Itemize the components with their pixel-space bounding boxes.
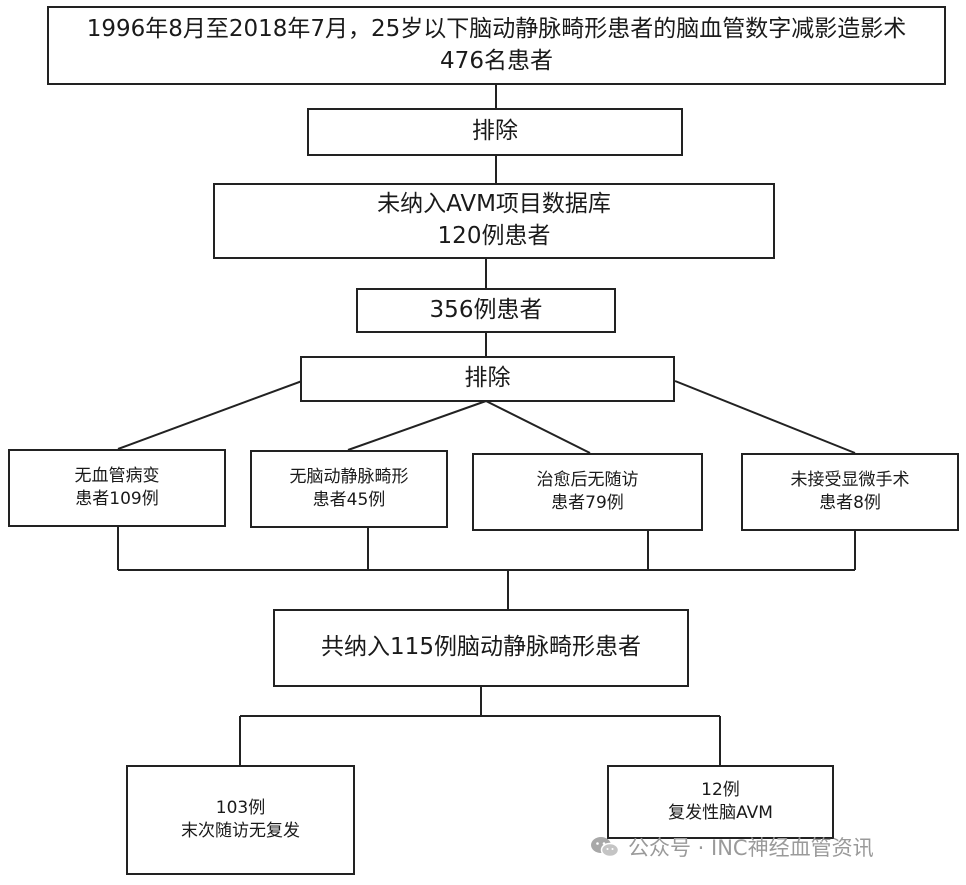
exclusion-reason-line1: 治愈后无随访 [536,469,639,490]
exclusion-no-followup-box: 治愈后无随访 患者79例 [472,453,703,531]
exclusion-reason-line2: 患者79例 [551,493,624,513]
exclusion-reason-line1: 无血管病变 [74,465,160,486]
initial-patients-box: 1996年8月至2018年7月，25岁以下脑动静脉畸形患者的脑血管数字减影造影术… [47,6,946,85]
exclusion-no-lesion-box: 无血管病变 患者109例 [8,449,226,527]
outcome-label: 末次随访无复发 [181,821,300,841]
watermark: 公众号 · INC神经血管资讯 [590,832,874,862]
remaining-patients-box: 356例患者 [356,288,616,333]
included-patients-box: 共纳入115例脑动静脉畸形患者 [273,609,689,687]
exclusion-no-microsurgery-box: 未接受显微手术 患者8例 [741,453,959,531]
recurrence-box: 12例 复发性脑AVM [607,765,834,839]
exclusion-reason-line2: 患者45例 [312,490,386,510]
connector-line [117,380,303,450]
exclusion-label-1: 排除 [472,118,518,145]
included-patients-label: 共纳入115例脑动静脉畸形患者 [321,634,641,661]
remaining-patients-label: 356例患者 [429,296,543,323]
outcome-count: 12例 [701,779,740,800]
exclusion-box-1: 排除 [307,108,683,156]
exclusion-no-avm-box: 无脑动静脉畸形 患者45例 [250,450,448,528]
not-in-database-line1: 未纳入AVM项目数据库 [377,191,611,218]
connector-line [485,400,591,454]
outcome-count: 103例 [215,797,266,818]
exclusion-reason-line1: 无脑动静脉畸形 [289,466,409,487]
initial-patients-line2: 476名患者 [440,47,553,74]
no-recurrence-box: 103例 末次随访无复发 [126,765,355,875]
not-in-database-box: 未纳入AVM项目数据库 120例患者 [213,183,775,259]
exclusion-box-2: 排除 [300,356,675,402]
not-in-database-line2: 120例患者 [437,223,551,249]
watermark-text: 公众号 · INC神经血管资讯 [628,836,874,860]
exclusion-reason-line2: 患者109例 [75,489,159,509]
outcome-label: 复发性脑AVM [668,803,773,823]
connector-line [347,400,487,451]
initial-patients-line1: 1996年8月至2018年7月，25岁以下脑动静脉畸形患者的脑血管数字减影造影术 [86,15,907,42]
wechat-icon [591,837,620,858]
exclusion-reason-line1: 未接受显微手术 [790,469,910,490]
connector-line [674,380,856,454]
exclusion-label-2: 排除 [464,365,511,392]
exclusion-reason-line2: 患者8例 [819,493,881,513]
